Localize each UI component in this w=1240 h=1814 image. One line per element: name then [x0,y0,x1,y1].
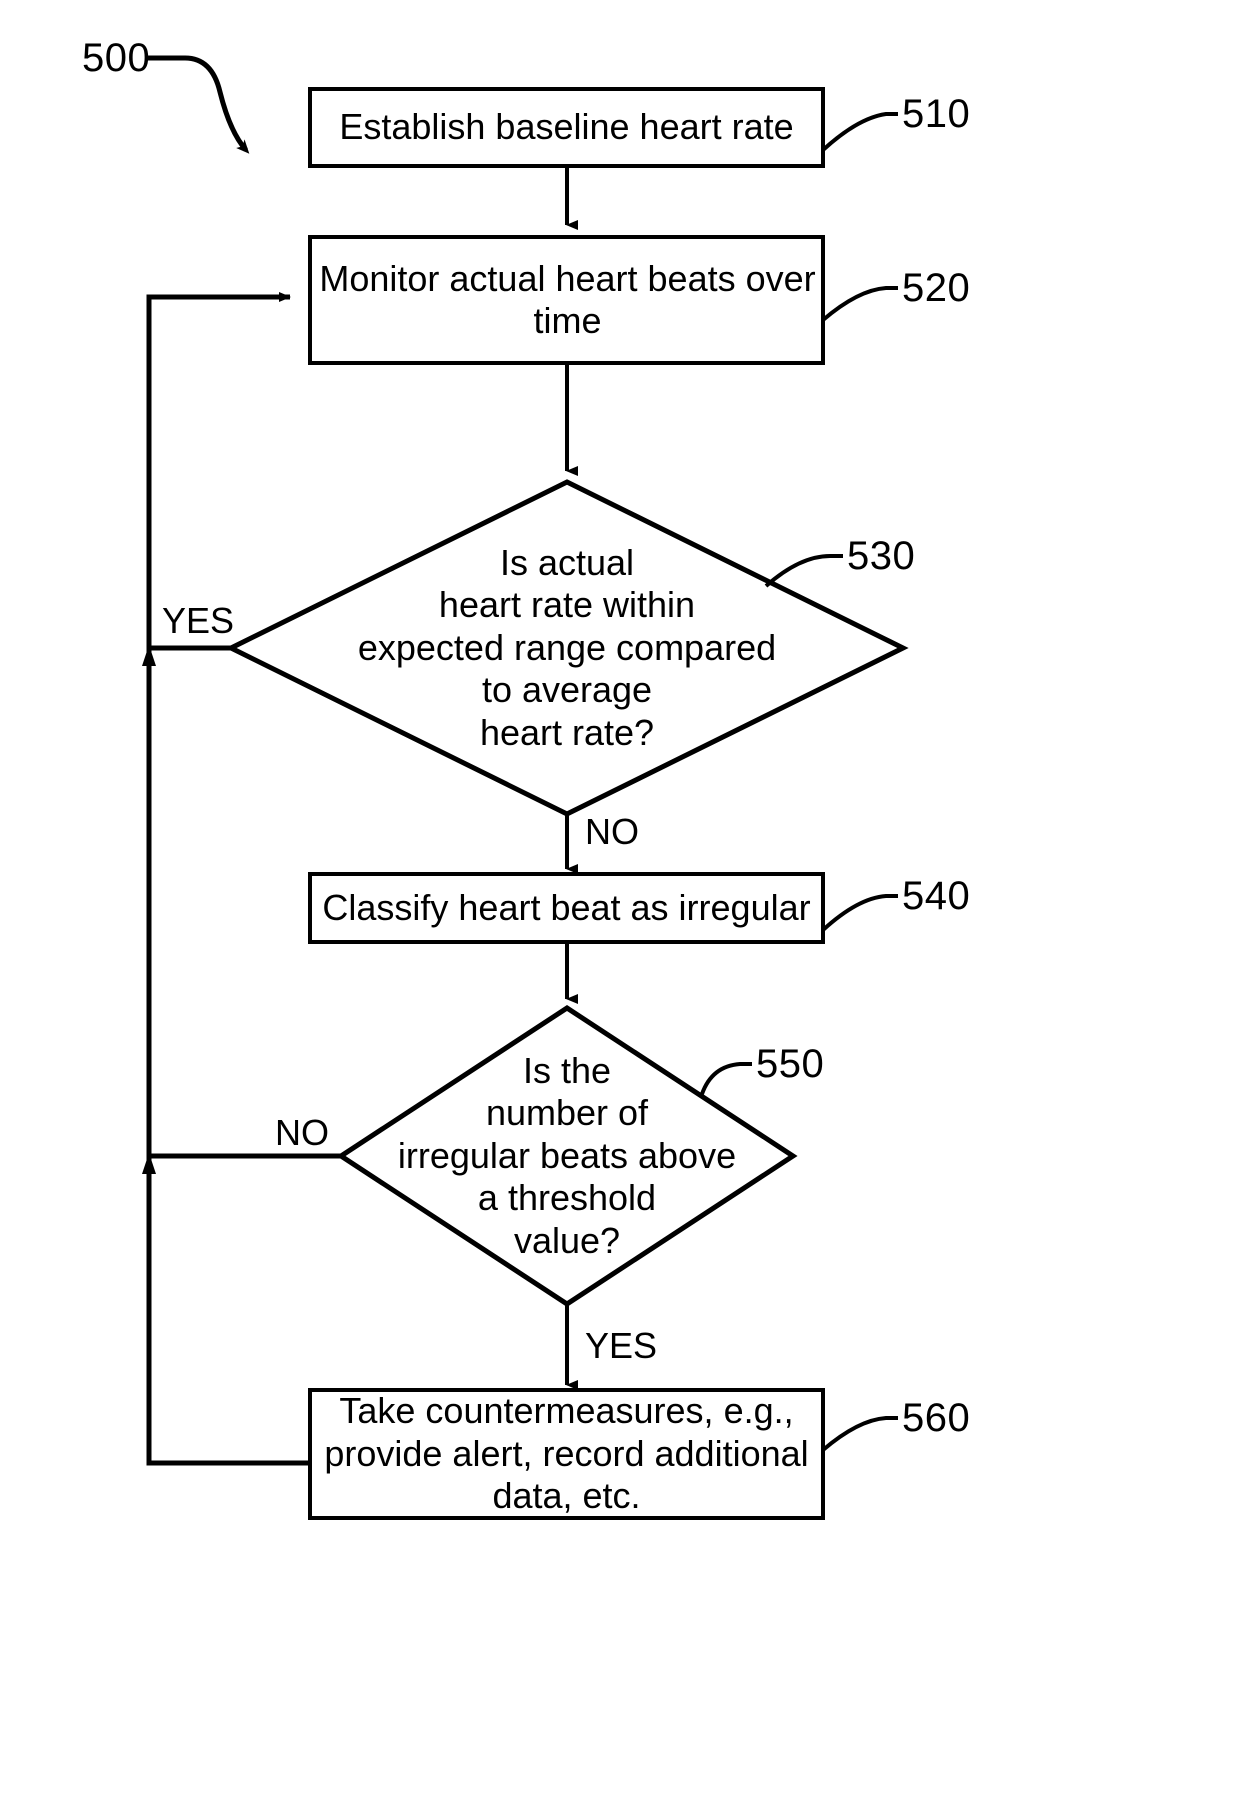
edge-label-yes-530: YES [162,600,235,641]
node-540-reference: 540 [902,874,971,918]
node-520-shape [308,235,825,365]
edge-label-no-530: NO [585,811,639,852]
ref-leader-530 [764,554,843,588]
node-520-reference: 520 [902,266,971,310]
node-560-reference: 560 [902,1396,971,1440]
edge-label-yes-550: YES [585,1325,658,1366]
ref-leader-550 [700,1062,752,1095]
node-560-shape [308,1388,825,1520]
ref-leader-520 [821,286,898,322]
node-510-reference: 510 [902,92,971,136]
figure-lead-arrow [148,55,250,154]
node-530-shape [225,479,909,817]
ref-leader-510 [821,112,898,152]
ref-leader-540 [821,894,898,932]
node-530-reference: 530 [847,534,916,578]
figure-reference-500: 500 [82,36,151,80]
node-510-shape [308,87,825,168]
ref-leader-560 [821,1416,898,1452]
edge-feedback-loop [142,292,310,1466]
node-550-shape [336,1005,798,1307]
edge-label-no-550: NO [275,1112,329,1153]
node-540-shape [308,872,825,944]
node-550-reference: 550 [756,1042,825,1086]
